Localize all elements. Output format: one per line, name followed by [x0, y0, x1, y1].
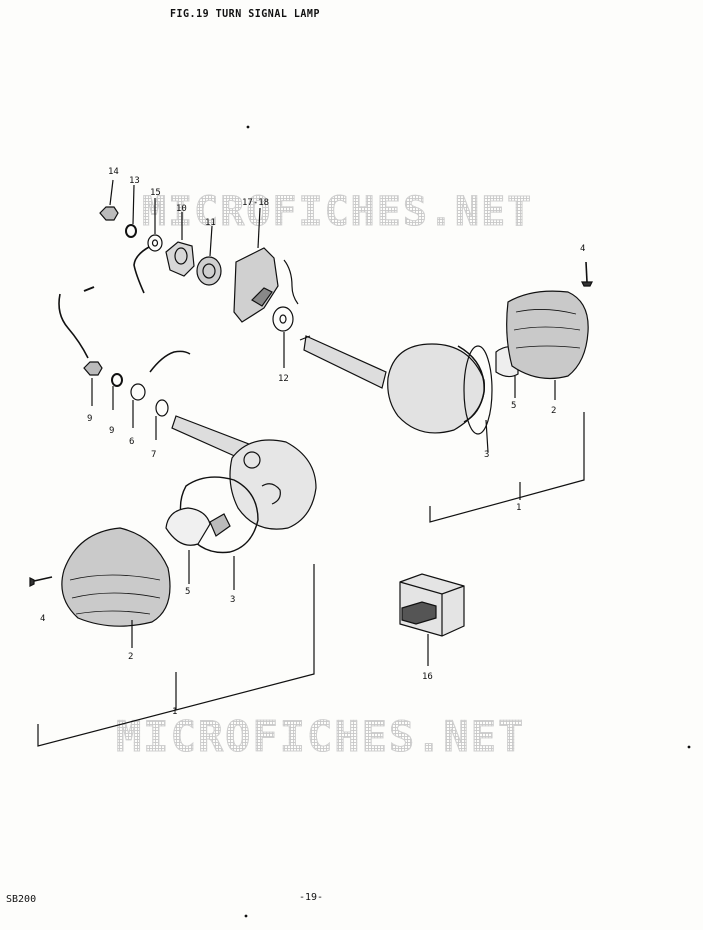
- part-17-18-bracket: [233, 207, 299, 323]
- part-11-grommet: [196, 225, 222, 286]
- label-5-left: 5: [185, 587, 190, 597]
- label-12: 12: [278, 374, 289, 384]
- right-signal-stem: [299, 335, 387, 389]
- left-signal-housing: [229, 439, 317, 530]
- part-5-bulb-left: [165, 507, 231, 584]
- part-4-screw-right: [581, 261, 593, 287]
- label-2-left: 2: [128, 652, 133, 662]
- label-10: 10: [176, 204, 187, 214]
- part-9-nut: [83, 361, 103, 406]
- figure-title: FIG.19 TURN SIGNAL LAMP: [170, 8, 320, 21]
- label-16: 16: [422, 672, 433, 682]
- label-11: 11: [205, 218, 216, 228]
- page-number: -19-: [299, 892, 324, 903]
- label-3-left: 3: [230, 595, 235, 605]
- label-1-right: 1: [516, 503, 521, 513]
- part-15-terminal: [133, 198, 163, 294]
- model-code: SB200: [6, 894, 37, 905]
- label-2-right: 2: [551, 406, 556, 416]
- label-1-left: 1: [172, 707, 177, 717]
- part-3-gasket-right: [457, 345, 489, 453]
- label-13: 13: [129, 176, 140, 186]
- part-9-lock-washer: [111, 373, 123, 410]
- label-9-washer: 9: [109, 426, 114, 436]
- watermark-bottom: MICROFICHES.NET: [115, 712, 526, 762]
- label-17-18: 17-18: [242, 198, 269, 208]
- label-4-left: 4: [40, 614, 45, 624]
- assembly-1-bracket-left: [37, 564, 315, 747]
- part-10-socket: [165, 212, 195, 277]
- label-9-nut: 9: [87, 414, 92, 424]
- part-6-washer: [130, 383, 146, 428]
- part-16-flasher-relay: [399, 573, 465, 666]
- part-2-lens-right: [506, 290, 589, 400]
- watermark-top: MICROFICHES.NET: [141, 189, 534, 236]
- part-7-washer: [155, 399, 169, 440]
- label-15: 15: [150, 188, 161, 198]
- right-signal-housing: [387, 343, 493, 435]
- assembly-1-bracket-right: [429, 412, 585, 523]
- label-5-right: 5: [511, 401, 516, 411]
- part-4-screw-left: [29, 576, 53, 587]
- label-6: 6: [129, 437, 134, 447]
- part-2-lens-left: [61, 527, 171, 648]
- part-14-nut: [99, 179, 119, 221]
- label-3-right: 3: [484, 450, 489, 460]
- label-14: 14: [108, 167, 119, 177]
- label-4-right: 4: [580, 244, 585, 254]
- part-13-lock-washer: [125, 184, 137, 238]
- label-7: 7: [151, 450, 156, 460]
- part-12-washer: [272, 306, 294, 368]
